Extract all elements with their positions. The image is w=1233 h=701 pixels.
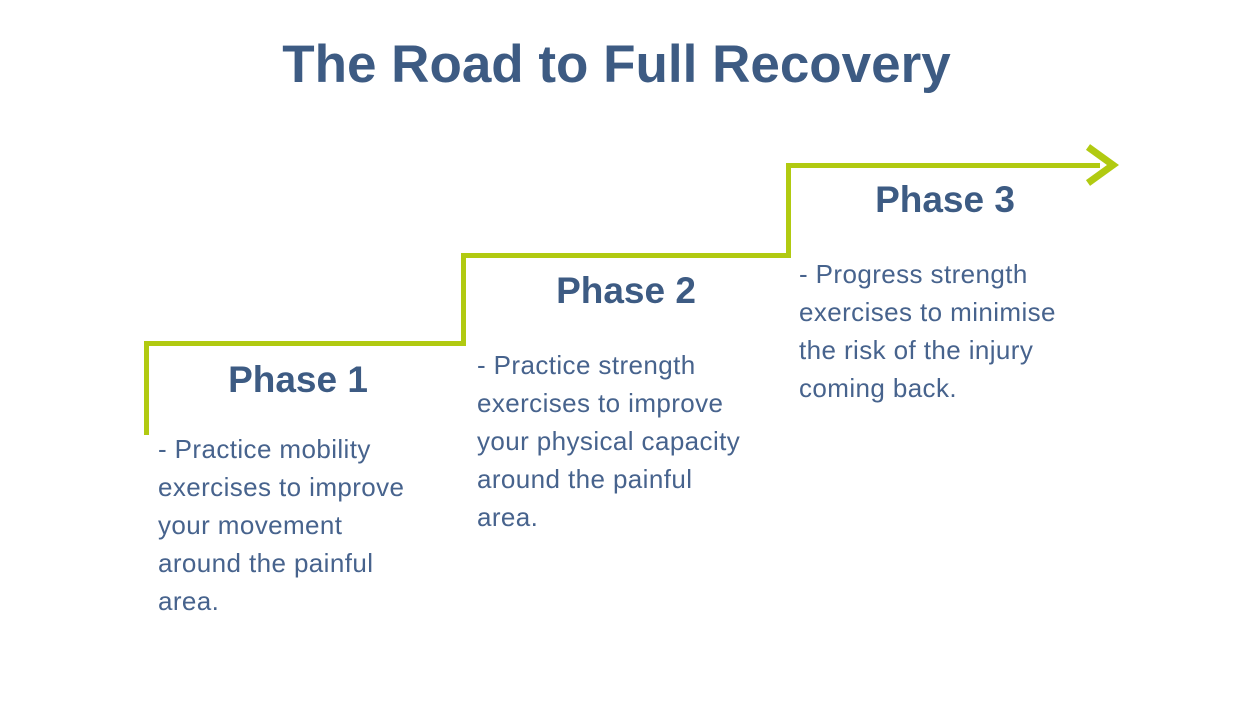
arrow-right-icon	[1085, 144, 1119, 186]
step-3-tread-line	[786, 163, 1100, 168]
step-2-tread-line	[461, 253, 791, 258]
phase-1-title: Phase 1	[228, 359, 368, 400]
phase-2-title: Phase 2	[556, 270, 696, 311]
step-3-riser-line	[786, 163, 791, 258]
step-2-riser-line	[461, 253, 466, 346]
page-title: The Road to Full Recovery	[282, 35, 951, 94]
phase-3-title: Phase 3	[875, 179, 1015, 220]
step-1-riser-line	[144, 341, 149, 435]
step-1-tread-line	[144, 341, 466, 346]
